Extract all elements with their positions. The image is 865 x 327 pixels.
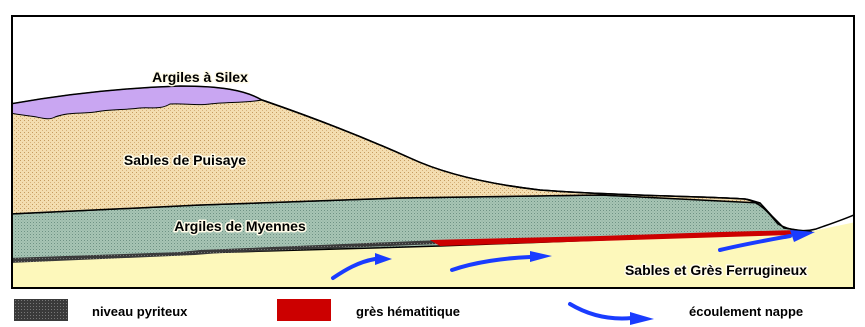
legend-label-hematitique: grès hématitique <box>356 304 460 319</box>
legend-swatch-hematitique <box>277 299 331 321</box>
legend-label-pyriteux: niveau pyriteux <box>92 304 188 319</box>
legend-swatch-pyriteux <box>14 299 68 321</box>
legend-label-ecoulement: écoulement nappe <box>689 304 803 319</box>
label-argiles-de-myennes: Argiles de Myennes <box>174 218 306 234</box>
label-sables-et-gres-ferrugineux: Sables et Grès Ferrugineux <box>625 262 807 278</box>
label-sables-de-puisaye: Sables de Puisaye <box>124 152 246 168</box>
label-argiles-a-silex: Argiles à Silex <box>152 69 248 85</box>
legend: niveau pyriteux grès hématitique écoulem… <box>12 292 854 326</box>
